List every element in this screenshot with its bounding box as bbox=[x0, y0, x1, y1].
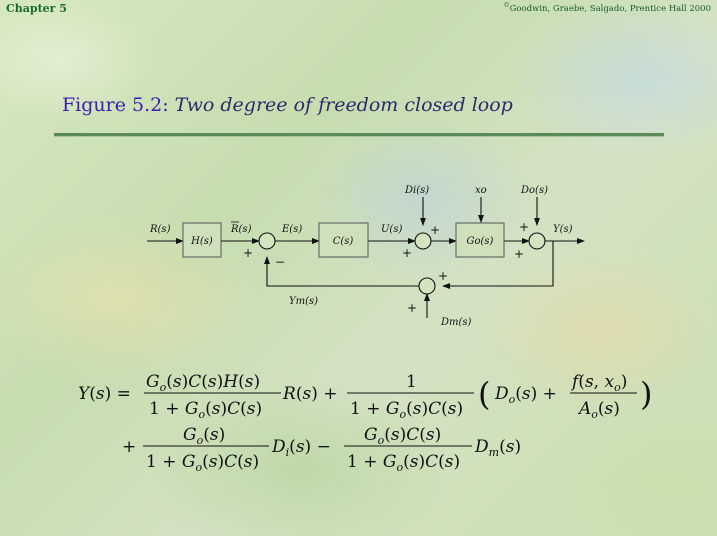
wire-output-to-sum4 bbox=[442, 241, 554, 289]
svg-text:+: + bbox=[122, 437, 136, 457]
svg-text:Di(s) −: Di(s) − bbox=[271, 437, 331, 459]
sign-sum2-top: + bbox=[430, 223, 440, 237]
signal-xo-label: xo bbox=[475, 185, 487, 196]
svg-text:1: 1 bbox=[406, 372, 417, 392]
block-go bbox=[455, 222, 505, 258]
svg-text:1 + Go(s)C(s): 1 + Go(s)C(s) bbox=[350, 399, 463, 421]
sign-sum1-minus: − bbox=[275, 255, 285, 269]
svg-text:Dm(s): Dm(s) bbox=[474, 437, 521, 459]
summing-junction-1 bbox=[258, 232, 276, 250]
svg-text:1 + Go(s)C(s): 1 + Go(s)C(s) bbox=[347, 452, 460, 474]
svg-text:Ao(s): Ao(s) bbox=[577, 399, 620, 421]
sign-sum4-bottom: + bbox=[407, 301, 417, 315]
title-rule bbox=[54, 133, 664, 136]
signal-do-label: Do(s) bbox=[520, 185, 548, 196]
wire-feedback-to-sum1 bbox=[264, 256, 420, 287]
sign-sum1-plus: + bbox=[243, 246, 253, 260]
signal-dm-label: Dm(s) bbox=[440, 317, 472, 328]
sign-sum3-bottom: + bbox=[514, 247, 524, 261]
svg-text:): ) bbox=[640, 375, 652, 413]
summing-junction-2 bbox=[414, 232, 432, 250]
sign-sum3-top: + bbox=[519, 220, 529, 234]
figure-caption: Two degree of freedom closed loop bbox=[174, 94, 513, 116]
chapter-label: Chapter 5 bbox=[6, 2, 67, 15]
block-h-label: H(s) bbox=[190, 236, 213, 247]
svg-text:1 + Go(s)C(s): 1 + Go(s)C(s) bbox=[149, 399, 262, 421]
svg-text:Go(s)C(s)H(s): Go(s)C(s)H(s) bbox=[146, 372, 260, 394]
copyright-text: Goodwin, Graebe, Salgado, Prentice Hall … bbox=[509, 3, 711, 14]
svg-text:(: ( bbox=[478, 375, 490, 413]
svg-text:Go(s)C(s): Go(s)C(s) bbox=[364, 425, 441, 447]
svg-text:Go(s): Go(s) bbox=[183, 425, 225, 447]
sign-sum2-bottom: + bbox=[402, 246, 412, 260]
signal-y-label: Y(s) bbox=[553, 224, 573, 235]
signal-di-label: Di(s) bbox=[404, 185, 429, 196]
block-c-label: C(s) bbox=[333, 236, 354, 247]
summing-junction-3 bbox=[528, 232, 546, 250]
svg-text:1 + Go(s)C(s): 1 + Go(s)C(s) bbox=[146, 452, 259, 474]
figure-number: Figure 5.2: bbox=[62, 94, 169, 116]
slide-title: Figure 5.2:Two degree of freedom closed … bbox=[62, 94, 513, 116]
sign-sum4-top: + bbox=[438, 269, 448, 283]
block-c bbox=[318, 222, 369, 258]
signal-e-label: E(s) bbox=[281, 224, 302, 235]
svg-text:Do(s) +: Do(s) + bbox=[494, 384, 557, 406]
svg-text:R(s) +: R(s) + bbox=[282, 384, 337, 404]
svg-text:f(s, xo): f(s, xo) bbox=[570, 372, 627, 394]
block-go-label: Go(s) bbox=[467, 236, 494, 247]
signal-rbar-label: R(s) bbox=[230, 224, 252, 235]
copyright-mark: © bbox=[503, 2, 510, 9]
copyright-notice: ©Goodwin, Graebe, Salgado, Prentice Hall… bbox=[504, 2, 711, 14]
summing-junction-4 bbox=[418, 277, 436, 295]
block-h bbox=[182, 222, 222, 258]
signal-r-label: R(s) bbox=[149, 224, 171, 235]
signal-u-label: U(s) bbox=[381, 224, 402, 235]
signal-ym-label: Ym(s) bbox=[289, 296, 318, 307]
svg-text:Y(s) =: Y(s) = bbox=[78, 384, 131, 404]
